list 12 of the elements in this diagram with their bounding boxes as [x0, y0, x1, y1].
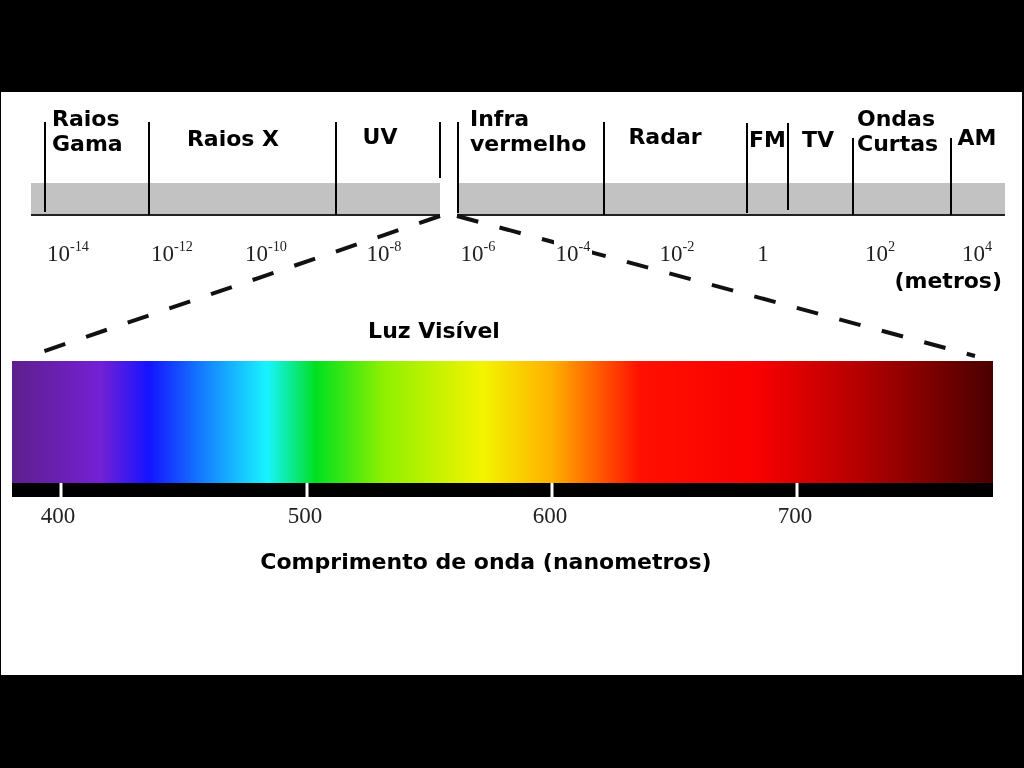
axis-title: Comprimento de onda (nanometros)	[260, 549, 712, 575]
unit-label: (metros)	[894, 268, 1002, 294]
band-label: Infra vermelho	[470, 106, 587, 157]
band-label: AM	[957, 125, 997, 151]
band-label: Raios Gama	[52, 106, 123, 157]
band-label: FM	[749, 127, 786, 153]
band-label: Ondas Curtas	[857, 106, 939, 157]
band-label: UV	[362, 124, 398, 150]
band-label: Radar	[628, 124, 702, 150]
band-label: TV	[801, 127, 834, 153]
band-label: Raios X	[186, 126, 280, 152]
section-title: Luz Visível	[368, 318, 500, 344]
